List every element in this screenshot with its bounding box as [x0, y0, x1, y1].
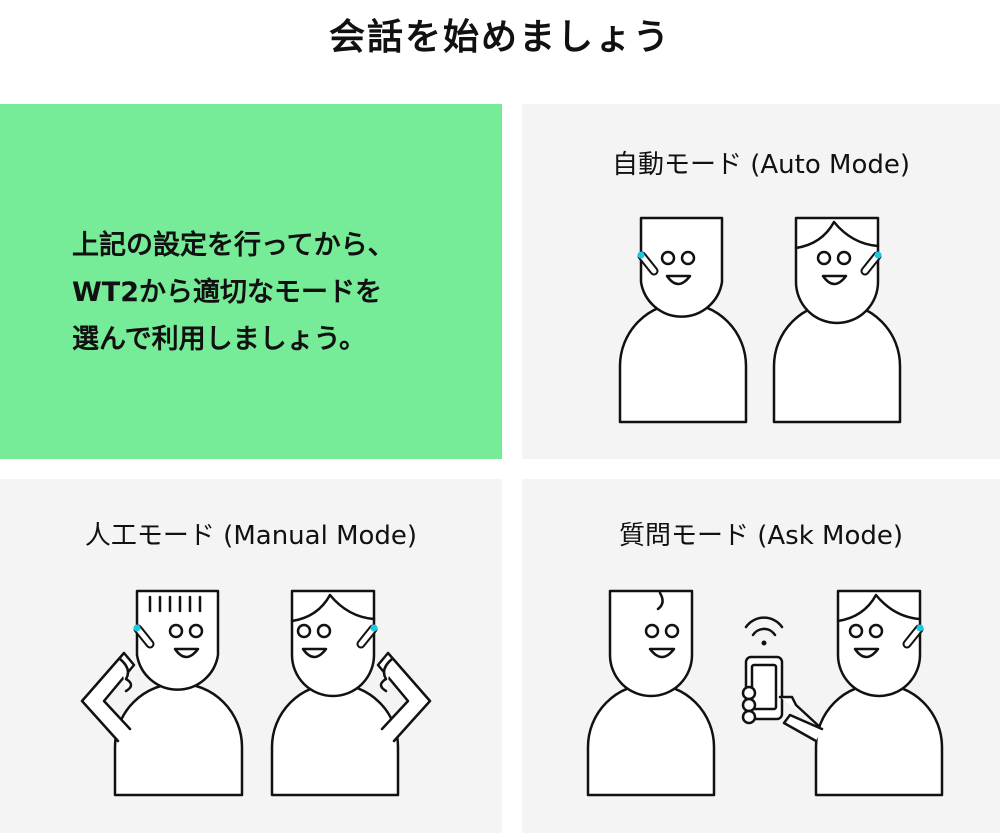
ask-mode-illustration [586, 589, 944, 797]
person-icon [782, 589, 944, 797]
wifi-signal-icon [744, 616, 784, 646]
intro-line: WT2から適切なモードを [72, 277, 382, 308]
intro-text: 上記の設定を行ってから、 WT2から適切なモードを 選んで利用しましょう。 [72, 222, 395, 363]
manual-mode-panel: 人工モード (Manual Mode) [0, 479, 502, 833]
auto-mode-illustration [618, 216, 902, 424]
earbud-icon [356, 624, 378, 649]
manual-mode-illustration [80, 589, 432, 797]
ask-mode-title: 質問モード (Ask Mode) [618, 521, 904, 551]
intro-panel: 上記の設定を行ってから、 WT2から適切なモードを 選んで利用しましょう。 [0, 104, 502, 459]
manual-mode-title: 人工モード (Manual Mode) [84, 521, 418, 551]
earbud-icon [902, 624, 924, 649]
earbud-icon [860, 251, 882, 276]
person-icon [772, 216, 902, 424]
auto-mode-title: 自動モード (Auto Mode) [611, 150, 911, 180]
smartphone-icon [741, 655, 824, 731]
page-title: 会話を始めましょう [328, 17, 671, 58]
ask-mode-panel: 質問モード (Ask Mode) [522, 479, 1000, 833]
person-icon [80, 589, 244, 797]
earbud-icon [637, 251, 659, 276]
auto-mode-panel: 自動モード (Auto Mode) [522, 104, 1000, 459]
person-icon [270, 589, 432, 797]
earbud-icon [133, 624, 155, 649]
person-icon [618, 216, 748, 424]
intro-line: 選んで利用しましょう。 [72, 324, 367, 355]
person-icon [586, 589, 716, 797]
intro-line: 上記の設定を行ってから、 [72, 230, 395, 261]
